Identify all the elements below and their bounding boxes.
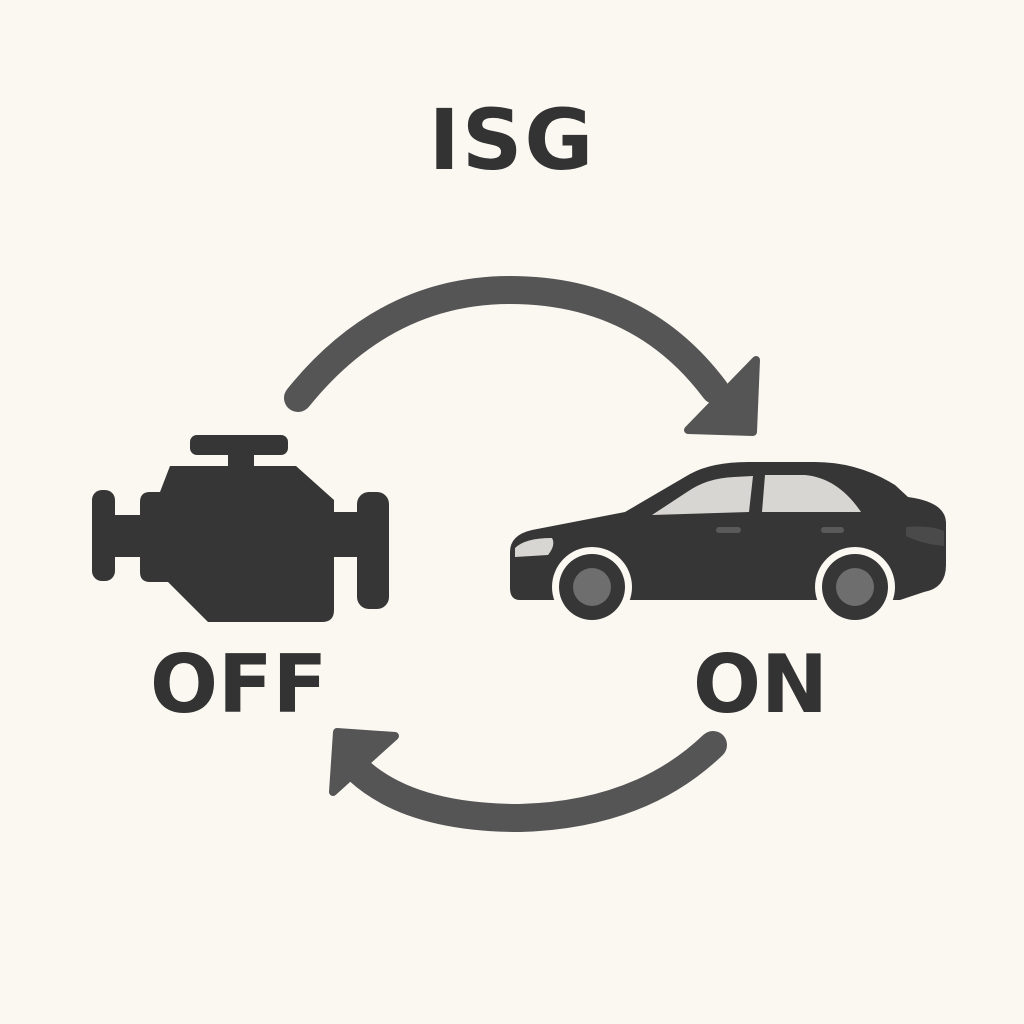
car-icon <box>510 462 946 627</box>
diagram-title: ISG <box>428 91 596 189</box>
on-state-label: ON <box>693 638 828 731</box>
engine-icon <box>92 435 389 622</box>
off-state-label: OFF <box>150 638 328 731</box>
curved-arrow-left-icon <box>329 728 727 833</box>
curved-arrow-right-icon <box>284 275 760 436</box>
